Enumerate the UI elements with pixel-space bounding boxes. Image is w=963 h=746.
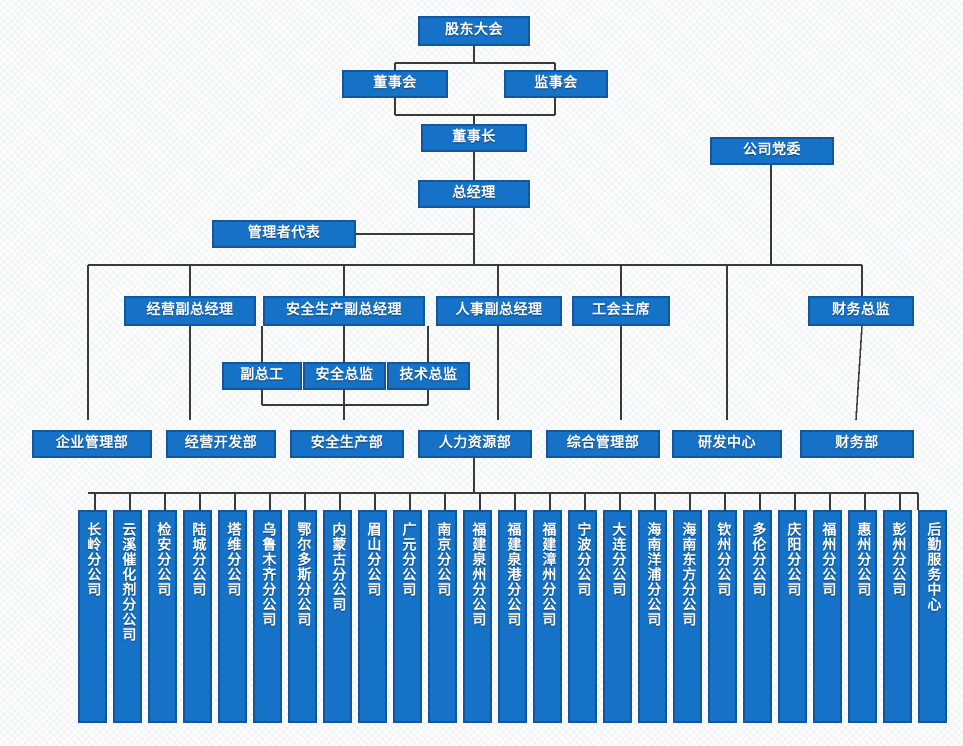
node-union-chairman[interactable]: 工会主席 xyxy=(572,296,670,326)
branch-node[interactable]: 福建泉州分公司 xyxy=(463,510,492,723)
branch-node[interactable]: 福州分公司 xyxy=(813,510,842,723)
node-chairman[interactable]: 董事长 xyxy=(421,124,527,152)
node-technical-director[interactable]: 技术总监 xyxy=(387,362,470,390)
node-vp-safety-production[interactable]: 安全生产副总经理 xyxy=(263,296,425,326)
department-node[interactable]: 人力资源部 xyxy=(418,430,532,458)
branch-node[interactable]: 鄂尔多斯分公司 xyxy=(288,510,317,723)
branch-node[interactable]: 云溪催化剂分公司 xyxy=(113,510,142,723)
department-node[interactable]: 综合管理部 xyxy=(546,430,660,458)
department-node[interactable]: 企业管理部 xyxy=(32,430,152,458)
branch-node[interactable]: 长岭分公司 xyxy=(78,510,107,723)
node-board-of-supervisors[interactable]: 监事会 xyxy=(504,70,608,98)
branch-node[interactable]: 惠州分公司 xyxy=(848,510,877,723)
node-management-representative[interactable]: 管理者代表 xyxy=(212,220,356,248)
branch-node[interactable]: 海南洋浦分公司 xyxy=(638,510,667,723)
branch-node[interactable]: 钦州分公司 xyxy=(708,510,737,723)
node-board-of-directors[interactable]: 董事会 xyxy=(342,70,448,98)
branch-node[interactable]: 后勤服务中心 xyxy=(918,510,947,723)
branch-node[interactable]: 眉山分公司 xyxy=(358,510,387,723)
branch-node[interactable]: 检安分公司 xyxy=(148,510,177,723)
branch-node[interactable]: 内蒙古分公司 xyxy=(323,510,352,723)
branch-node[interactable]: 多伦分公司 xyxy=(743,510,772,723)
node-vp-operations[interactable]: 经营副总经理 xyxy=(124,296,256,326)
branch-node[interactable]: 乌鲁木齐分公司 xyxy=(253,510,282,723)
department-node[interactable]: 研发中心 xyxy=(672,430,782,458)
node-cfo[interactable]: 财务总监 xyxy=(808,296,914,326)
node-shareholders-meeting[interactable]: 股东大会 xyxy=(418,16,530,46)
department-node[interactable]: 安全生产部 xyxy=(290,430,404,458)
branch-node[interactable]: 福建漳州分公司 xyxy=(533,510,562,723)
branch-node[interactable]: 大连分公司 xyxy=(603,510,632,723)
branch-node[interactable]: 宁波分公司 xyxy=(568,510,597,723)
node-party-committee[interactable]: 公司党委 xyxy=(710,137,834,165)
node-safety-director[interactable]: 安全总监 xyxy=(303,362,386,390)
branch-node[interactable]: 塔维分公司 xyxy=(218,510,247,723)
branch-node[interactable]: 福建泉港分公司 xyxy=(498,510,527,723)
branch-node[interactable]: 南京分公司 xyxy=(428,510,457,723)
branch-node[interactable]: 庆阳分公司 xyxy=(778,510,807,723)
branch-node[interactable]: 彭州分公司 xyxy=(883,510,912,723)
department-node[interactable]: 财务部 xyxy=(800,430,914,458)
node-deputy-chief-engineer[interactable]: 副总工 xyxy=(222,362,302,390)
branch-node[interactable]: 海南东方分公司 xyxy=(673,510,702,723)
branch-node[interactable]: 陆城分公司 xyxy=(183,510,212,723)
node-vp-hr[interactable]: 人事副总经理 xyxy=(436,296,562,326)
node-general-manager[interactable]: 总经理 xyxy=(418,180,530,208)
department-node[interactable]: 经营开发部 xyxy=(166,430,276,458)
branch-node[interactable]: 广元分公司 xyxy=(393,510,422,723)
